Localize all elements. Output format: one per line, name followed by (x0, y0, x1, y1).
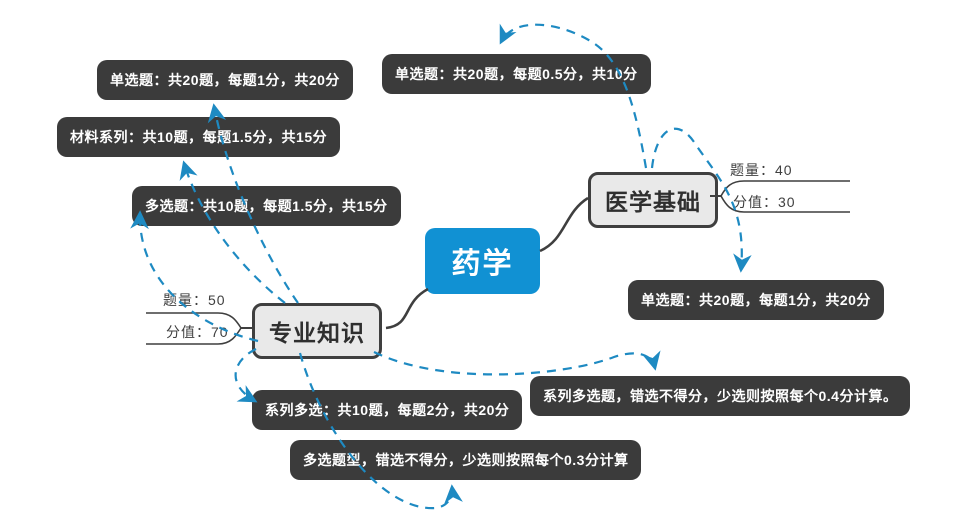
note-series-multi[interactable]: 系列多选：共10题，每题2分，共20分 (252, 390, 523, 430)
relation-professional-to-multi-rule (298, 352, 463, 510)
note-multi-choice[interactable]: 多选题：共10题，每题1.5分，共15分 (132, 186, 401, 226)
topic-professional-knowledge[interactable]: 专业知识 (252, 303, 382, 359)
relation-professional-to-material (179, 160, 286, 304)
attr-medical-question-count[interactable]: 题量：40 (730, 162, 793, 178)
attr-professional-score[interactable]: 分值：70 (166, 324, 229, 340)
connector-root-to-professional (385, 287, 429, 330)
note-series-multi-rule[interactable]: 系列多选题，错选不得分，少选则按照每个0.4分计算。 (530, 376, 911, 416)
note-single-choice-05pt[interactable]: 单选题：共20题，每题0.5分，共10分 (382, 54, 651, 94)
connector-root-to-medical (539, 196, 589, 253)
relation-medical-to-single05 (499, 23, 648, 169)
note-multi-choice-rule[interactable]: 多选题型，错选不得分，少选则按照每个0.3分计算 (290, 440, 642, 480)
relation-professional-to-series-rule (373, 350, 661, 376)
attr-medical-score[interactable]: 分值：30 (733, 194, 796, 210)
note-single-choice-right[interactable]: 单选题：共20题，每题1分，共20分 (628, 280, 884, 320)
note-single-choice-1pt[interactable]: 单选题：共20题，每题1分，共20分 (97, 60, 353, 100)
attr-professional-question-count[interactable]: 题量：50 (163, 292, 226, 308)
topic-root-pharmacy[interactable]: 药学 (425, 228, 540, 294)
note-material-series[interactable]: 材料系列：共10题，每题1.5分，共15分 (57, 117, 341, 157)
topic-medical-basics[interactable]: 医学基础 (588, 172, 718, 228)
